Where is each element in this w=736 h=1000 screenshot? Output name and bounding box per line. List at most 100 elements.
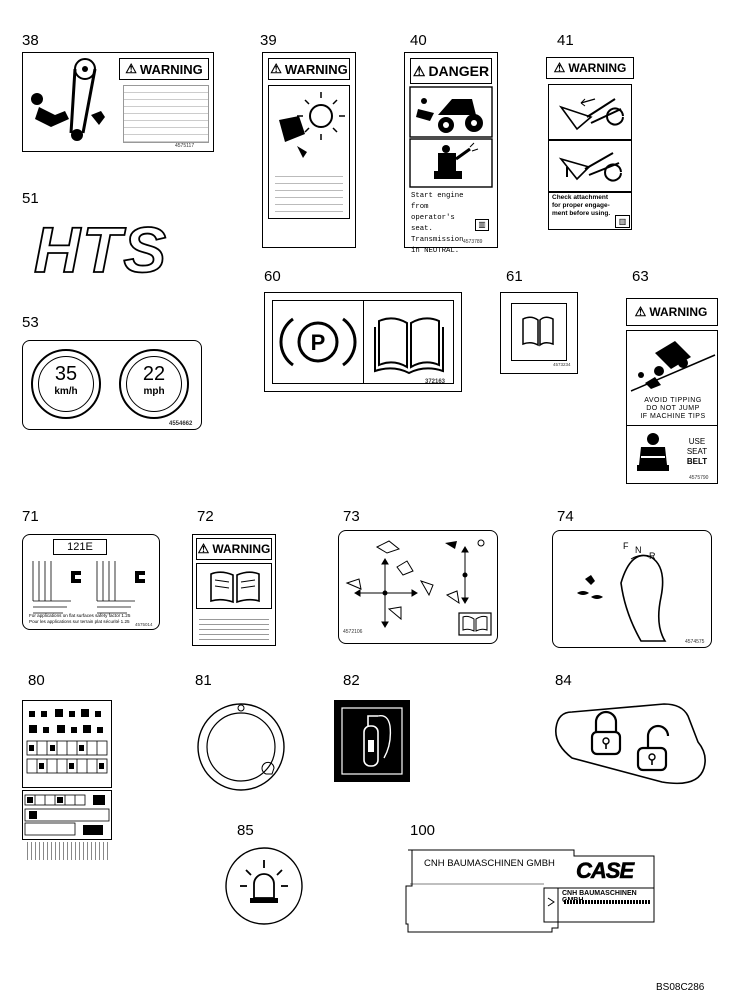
warning-header: ⚠ WARNING bbox=[268, 58, 350, 80]
warning-triangle-icon: ⚠ bbox=[125, 61, 137, 76]
seat-belt-line2: SEAT bbox=[686, 447, 708, 456]
warning-triangle-icon: ⚠ bbox=[270, 61, 282, 76]
decal-41-panel-1 bbox=[548, 84, 632, 140]
seat-belt-text-block: USE SEAT BELT bbox=[679, 437, 715, 467]
part-code: 4573234 bbox=[553, 362, 571, 367]
hts-logo: HTS bbox=[33, 213, 167, 287]
rotating-fan-icon bbox=[279, 92, 345, 158]
seat-belt-line3: BELT bbox=[686, 457, 708, 466]
tipping-text-line3: IF MACHINE TIPS bbox=[640, 413, 706, 420]
parking-brake-icon: P bbox=[279, 317, 357, 367]
decal-39: ⚠ WARNING bbox=[262, 52, 356, 248]
item-number-71: 71 bbox=[22, 508, 39, 525]
item-number-85: 85 bbox=[237, 822, 254, 839]
decal-82 bbox=[334, 700, 410, 782]
item-number-40: 40 bbox=[410, 32, 427, 49]
decal-84 bbox=[555, 703, 706, 785]
manual-book-icon bbox=[210, 571, 260, 604]
item-number-38: 38 bbox=[22, 32, 39, 49]
neutral-label: N bbox=[635, 545, 642, 555]
attachment-warning-text: Check attachment for proper engage- ment… bbox=[552, 194, 611, 217]
decal-53: 35 km/h 22 mph 4554662 bbox=[22, 340, 202, 430]
warning-panel bbox=[268, 85, 350, 219]
item-number-53: 53 bbox=[22, 314, 39, 331]
decal-73: 4572106 bbox=[338, 530, 498, 644]
manual-book-icon: ▥ bbox=[475, 219, 489, 231]
speed-unit-mph: mph bbox=[143, 386, 165, 397]
decal-60: P 372163 bbox=[264, 292, 462, 392]
part-code: 4572106 bbox=[343, 629, 363, 635]
warning-triangle-icon: ⚠ bbox=[197, 541, 210, 556]
tipping-text-line1: AVOID TIPPING bbox=[644, 397, 702, 404]
part-code: 4575790 bbox=[689, 475, 709, 481]
tipping-text-line2: DO NOT JUMP bbox=[646, 405, 700, 412]
rotating-beacon-icon bbox=[240, 860, 288, 903]
decal-61: 4573234 bbox=[500, 292, 578, 374]
warning-header: ⚠ WARNING bbox=[546, 57, 634, 79]
forward-label: F bbox=[623, 541, 629, 551]
warning-header: ⚠ WARNING bbox=[196, 538, 272, 560]
danger-triangle-icon: ⚠ bbox=[412, 62, 426, 79]
decal-74: F N R 4574575 bbox=[552, 530, 712, 648]
decal-85 bbox=[225, 847, 303, 925]
decal-63-header: ⚠ WARNING bbox=[626, 298, 718, 326]
machine-tipping-icon bbox=[630, 341, 716, 392]
item-number-100: 100 bbox=[410, 822, 436, 839]
decal-80-lower bbox=[22, 790, 112, 840]
unlock-icon bbox=[636, 724, 670, 772]
warning-label: WARNING bbox=[284, 61, 348, 77]
bucket-attachment-icon bbox=[558, 98, 624, 131]
item-number-72: 72 bbox=[197, 508, 214, 525]
part-code: 4554662 bbox=[169, 421, 193, 427]
item-number-73: 73 bbox=[343, 508, 360, 525]
decal-100: CNH BAUMASCHINEN GMBH CASE CNH BAUMASCHI… bbox=[404, 848, 658, 933]
warning-label: WARNING bbox=[139, 61, 203, 77]
nameplate-outline bbox=[405, 849, 655, 933]
switch-symbols-grid-lower bbox=[24, 794, 110, 836]
joystick-control-pattern-diagram bbox=[345, 539, 492, 636]
manual-book-icon bbox=[374, 317, 444, 375]
warning-label: WARNING bbox=[649, 305, 708, 319]
case-logo: CASE bbox=[576, 858, 635, 884]
drawing-code: BS08C286 bbox=[656, 982, 705, 993]
item-number-60: 60 bbox=[264, 268, 281, 285]
warning-text-block bbox=[199, 615, 269, 643]
seat-belt-operator-icon bbox=[637, 433, 669, 471]
warning-header: ⚠ WARNING bbox=[119, 58, 209, 80]
decal-41-text-panel: Check attachment for proper engage- ment… bbox=[548, 192, 632, 230]
decal-80-upper bbox=[22, 700, 112, 788]
item-number-41: 41 bbox=[557, 32, 574, 49]
warning-text-block bbox=[275, 170, 343, 214]
load-chart-diagram bbox=[32, 561, 145, 614]
shuttle-lever-diagram bbox=[577, 554, 667, 642]
load-chart-footnotes: For applications on flat surfaces safety… bbox=[29, 613, 157, 624]
manual-book-icon: ▥ bbox=[615, 215, 630, 228]
item-number-74: 74 bbox=[557, 508, 574, 525]
decal-71: 121E For applications on flat surfaces s… bbox=[22, 534, 160, 630]
item-number-81: 81 bbox=[195, 672, 212, 689]
decal-40: ⚠ DANGER Start engine from operator's se… bbox=[404, 52, 498, 255]
tipping-text-block: AVOID TIPPING DO NOT JUMP IF MACHINE TIP… bbox=[629, 397, 717, 421]
warning-triangle-icon: ⚠ bbox=[553, 60, 566, 75]
part-code: 372163 bbox=[425, 379, 446, 385]
pallet-fork-attachment-icon bbox=[558, 152, 622, 182]
hts-logo-text: HTS bbox=[34, 214, 168, 286]
reverse-label: R bbox=[649, 551, 656, 561]
danger-instruction-text: Start engine from operator's seat. Trans… bbox=[411, 192, 464, 255]
ring-gauge-decal bbox=[197, 703, 285, 791]
manual-book-icon bbox=[522, 316, 554, 347]
fire-extinguisher-icon bbox=[341, 707, 403, 775]
parking-symbol-text: P bbox=[311, 330, 326, 355]
warning-header: ⚠ WARNING bbox=[630, 302, 712, 322]
danger-header: ⚠ DANGER bbox=[410, 58, 492, 84]
decal-72: ⚠ WARNING bbox=[192, 534, 276, 646]
decal-80-footer-strip bbox=[24, 842, 110, 860]
speed-circle-mph: 22 mph bbox=[119, 349, 189, 419]
part-code: 4575014 bbox=[135, 622, 153, 627]
item-number-82: 82 bbox=[343, 672, 360, 689]
speed-circle-kmh: 35 km/h bbox=[31, 349, 101, 419]
speed-value-kmh: 35 bbox=[54, 363, 78, 385]
part-code: 4575117 bbox=[175, 143, 195, 149]
footnote-en: For applications on flat surfaces safety… bbox=[29, 613, 131, 618]
warning-label: WARNING bbox=[568, 61, 627, 75]
